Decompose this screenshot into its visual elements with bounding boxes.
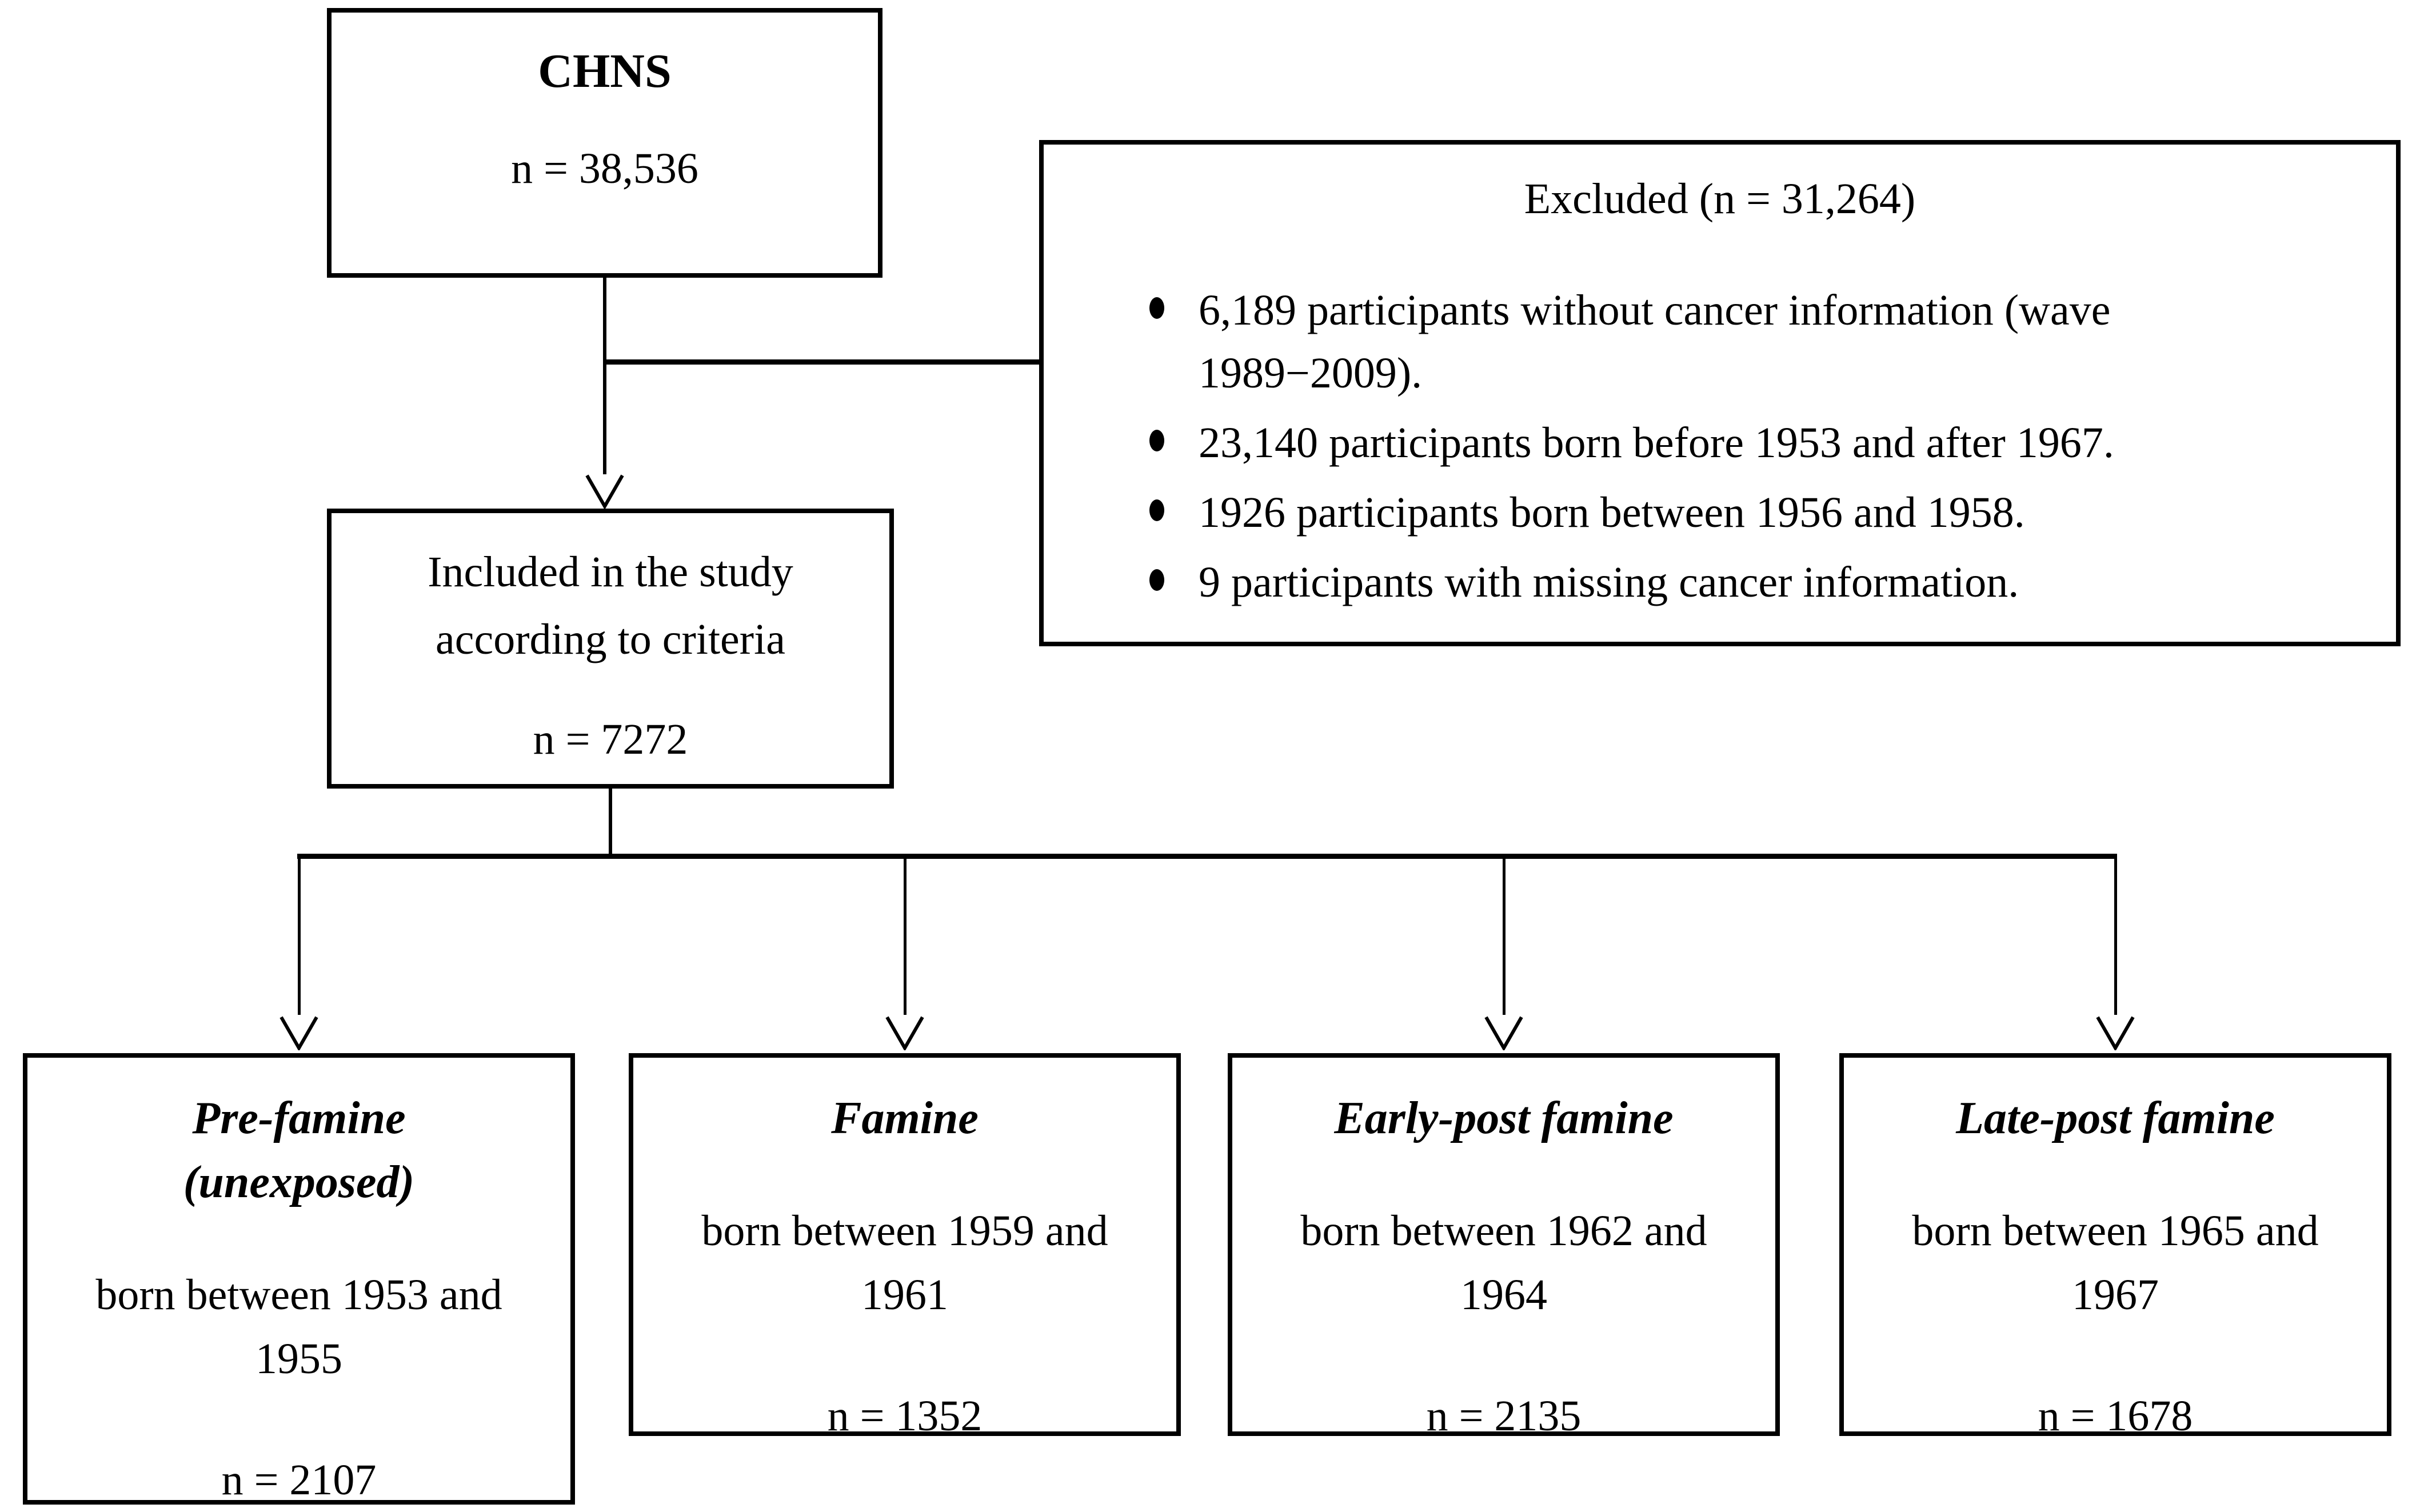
cohort-box-late-post-famine: Late-post famine born between 1965 and 1… [1839, 1053, 2391, 1440]
cohort-description: born between 1965 and 1967 [1912, 1207, 2319, 1319]
arrow-down-icon [885, 1016, 924, 1050]
excluded-bullet-4: 9 participants with missing cancer infor… [1199, 558, 2019, 606]
cohort-description: born between 1962 and 1964 [1300, 1207, 1707, 1319]
connector-included-to-branch [609, 789, 612, 854]
connector-to-famine [904, 859, 907, 1015]
excluded-bullet-3: 1926 participants born between 1956 and … [1199, 489, 2025, 537]
excluded-bullet-2: 23,140 participants born before 1953 and… [1199, 419, 2114, 467]
bullet-icon [1149, 499, 1164, 521]
cohort-n-value: n = 2135 [1426, 1392, 1582, 1440]
list-item: 6,189 participants without cancer inform… [1149, 279, 2373, 405]
list-item: 23,140 participants born before 1953 and… [1149, 411, 2373, 474]
arrow-down-icon [585, 474, 624, 509]
arrow-down-icon [2096, 1016, 2135, 1050]
connector-to-early-post-famine [1503, 859, 1505, 1015]
cohort-box-famine: Famine born between 1959 and 1961 n = 13… [629, 1053, 1181, 1440]
cohort-n-value: n = 1352 [827, 1392, 983, 1440]
cohort-n-value: n = 1678 [2038, 1392, 2193, 1440]
bullet-icon [1149, 569, 1164, 591]
cohort-n-value: n = 2107 [221, 1456, 377, 1504]
list-item: 9 participants with missing cancer infor… [1149, 551, 2373, 614]
cohort-title: Famine [831, 1093, 979, 1143]
chns-box: CHNS n = 38,536 [327, 8, 882, 278]
included-line-1: Included in the study [428, 548, 793, 596]
arrow-down-icon [1484, 1016, 1523, 1050]
chns-title: CHNS [538, 45, 672, 98]
excluded-box: Excluded (n = 31,264) 6,189 participants… [1039, 140, 2401, 646]
connector-to-late-post-famine [2114, 859, 2117, 1015]
cohort-title: Pre-famine (unexposed) [183, 1093, 415, 1207]
excluded-title: Excluded (n = 31,264) [1524, 175, 1916, 223]
cohort-description: born between 1953 and 1955 [95, 1271, 502, 1383]
connector-chns-to-included [603, 278, 606, 474]
connector-branch-to-excluded [605, 359, 1039, 365]
bullet-icon [1149, 430, 1164, 451]
connector-cohort-branch [297, 854, 2117, 859]
included-line-2: according to criteria [436, 615, 785, 663]
cohort-box-early-post-famine: Early-post famine born between 1962 and … [1228, 1053, 1780, 1440]
cohort-description: born between 1959 and 1961 [701, 1207, 1108, 1319]
excluded-bullet-list: 6,189 participants without cancer inform… [1044, 279, 2396, 614]
chns-n-value: n = 38,536 [511, 145, 698, 193]
included-box: Included in the study according to crite… [327, 509, 894, 789]
excluded-bullet-1: 6,189 participants without cancer inform… [1199, 286, 2111, 397]
cohort-title: Late-post famine [1956, 1093, 2275, 1143]
connector-to-pre-famine [298, 859, 301, 1015]
cohort-box-pre-famine: Pre-famine (unexposed) born between 1953… [23, 1053, 575, 1505]
bullet-icon [1149, 297, 1164, 319]
list-item: 1926 participants born between 1956 and … [1149, 481, 2373, 544]
arrow-down-icon [279, 1016, 318, 1050]
included-n-value: n = 7272 [533, 715, 688, 763]
cohort-title: Early-post famine [1334, 1093, 1674, 1143]
